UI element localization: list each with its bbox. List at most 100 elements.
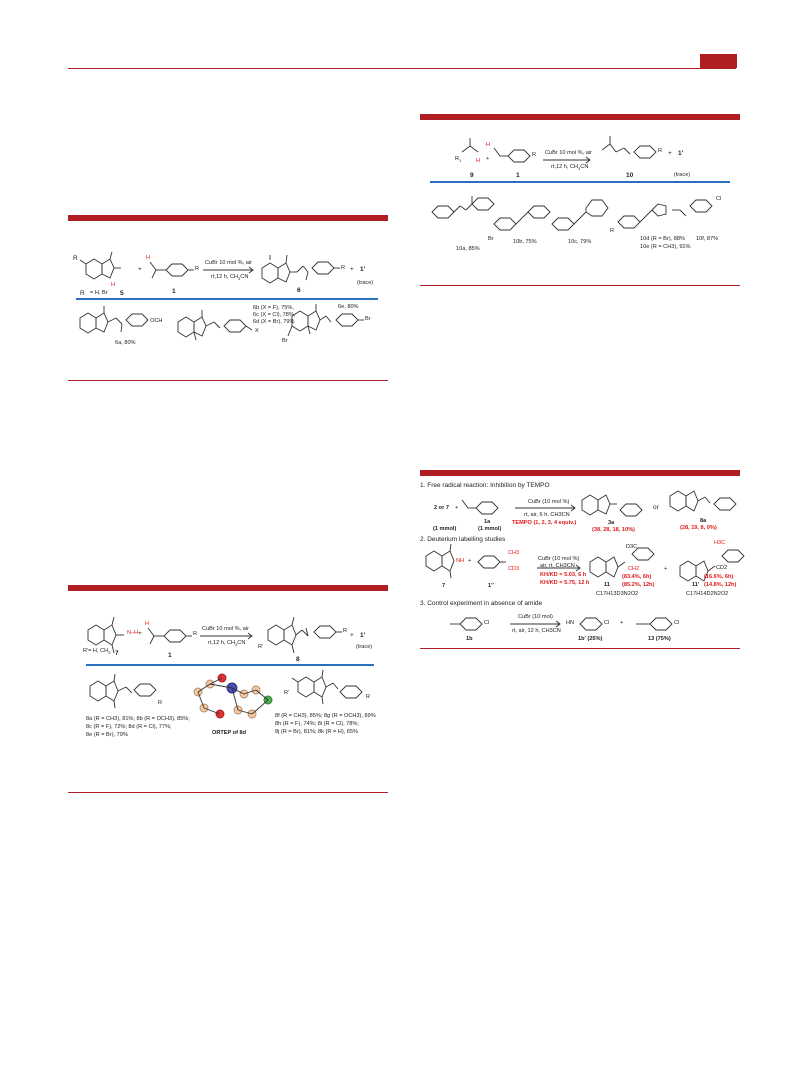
scheme3-trace: (trace)	[674, 172, 691, 178]
scheme2-trace: (trace)	[356, 644, 373, 650]
scheme2-plus: +	[138, 630, 142, 637]
yield-6a: 6a, 80%	[115, 340, 136, 346]
yield-6b: 6b (X = F), 75%,	[253, 305, 294, 311]
scheme4-s3-cond1: CuBr (10 mol)	[518, 614, 553, 620]
scheme4-11p-formula: C17H14D2N2O2	[686, 591, 729, 597]
scheme4-1b: 1b	[466, 636, 473, 642]
scheme2-divider	[86, 664, 374, 666]
scheme2-product-8: 8	[296, 656, 300, 663]
yield-6e: 6e, 80%	[338, 304, 359, 310]
scheme3-10d-r: R	[610, 228, 615, 234]
nh-label: H	[111, 282, 116, 288]
scheme3-conditions-1: CuBr 10 mol %, air	[545, 150, 592, 156]
scheme2-compound-1: 1	[168, 652, 172, 659]
scheme4-7: 7	[442, 583, 446, 589]
scheme4-s1-cond2: rt, air, 6 h, CH3CN	[524, 512, 570, 518]
ortep-caption: ORTEP of 8d	[212, 730, 247, 736]
scheme4-11-yield: (83.4%, 6h)	[622, 574, 652, 580]
scheme4-section2-title: 2. Deuterium labelling studies	[420, 536, 506, 543]
scheme4-mmol-1: (1 mmol)	[433, 526, 457, 532]
scheme4-8a-yield: (28, 19, 8, 0%)	[680, 525, 717, 531]
scheme2-compound-7: 7	[115, 650, 119, 657]
scheme2-yields-f: 8j (R = Br), 81%; 8k (R = H), 65%	[275, 729, 358, 735]
scheme4-1b-prime: 1b' (25%)	[578, 636, 603, 642]
scheme4-hn: HN	[566, 620, 575, 626]
scheme1-compound-1: 1	[172, 288, 176, 295]
scheme1-conditions-2: rt,12 h, CH3CN	[211, 274, 249, 282]
scheme2-yields-c: 8e (R = Br), 79%	[86, 732, 128, 738]
scheme4-plus: +	[455, 505, 459, 511]
scheme4-cd2: CD2	[716, 565, 728, 571]
scheme1-r1-def: R	[80, 290, 85, 297]
plus-sign: +	[138, 266, 142, 273]
r1-label: R1	[455, 156, 462, 164]
scheme2-yields-e: 8h (R = F), 74%; 8i (R = Cl), 78%;	[275, 721, 359, 727]
scheme2-top-bar	[68, 585, 388, 591]
scheme4-cd3: CD3	[508, 566, 520, 572]
scheme3-product-10: 10	[626, 172, 634, 179]
scheme2-conditions-2: rt,12 h, CH3CN	[208, 640, 246, 648]
scheme3-nh-label: H	[476, 158, 481, 164]
yield-10a: 10a, 85%	[456, 246, 480, 252]
scheme4-13: 13 (75%)	[648, 636, 671, 642]
scheme4-1pp: 1''	[488, 583, 494, 589]
scheme2-yields-a: 8a (R = CH3), 81%; 8b (R = OCH3), 85%;	[86, 716, 190, 722]
scheme4-or: or	[653, 504, 659, 511]
scheme4-1a: 1a	[484, 519, 491, 525]
scheme3-compound-1: 1	[516, 172, 520, 179]
scheme2-yields-b: 8c (R = F), 72%; 8d (R = Cl), 77%;	[86, 724, 172, 730]
scheme2-conditions-1: CuBr 10 mol %, air	[202, 626, 249, 632]
scheme4-section1-title: 1. Free radical reaction: Inhibition by …	[420, 482, 550, 489]
scheme4-11: 11	[604, 582, 610, 588]
yield-10e: 10e (R = CH3), 91%	[640, 244, 691, 250]
yield-10c: 10c, 79%	[568, 239, 592, 245]
scheme2-product-r2: R	[343, 628, 348, 634]
scheme3-cl-label: Cl	[716, 196, 722, 202]
scheme4-s3-cl: Cl	[484, 620, 490, 626]
scheme4-kie-1: KH/KD = 5.03, 6 h	[540, 572, 587, 578]
scheme2-yields-d: 8f (R = CH3), 85%; 8g (R = OCH3), 89%	[275, 713, 376, 719]
scheme4-s3-cl2: Cl	[604, 620, 610, 626]
yield-6d: 6d (X = Br), 79%	[253, 319, 295, 325]
scheme4-ch2: CH2	[628, 566, 640, 572]
scheme3-plus: +	[486, 156, 490, 162]
scheme4-s2-plus: +	[468, 558, 472, 564]
scheme3-conditions-2: rt,12 h, CH3CN	[551, 164, 589, 172]
scheme3-br-label: Br	[488, 236, 494, 242]
scheme4-11p-yield2: (14.8%, 12h)	[704, 582, 737, 588]
scheme3-product-r: R	[658, 148, 663, 154]
scheme4-top-bar	[420, 470, 740, 476]
scheme2-byproduct: 1'	[360, 632, 366, 639]
yield-6c: 6c (X = Cl), 78%,	[253, 312, 296, 318]
x-label: X	[255, 328, 259, 334]
br-label: Br	[282, 338, 288, 344]
scheme4-ch3: CH3	[508, 550, 520, 556]
scheme4-11-yield2: (85.2%, 12h)	[622, 582, 655, 588]
scheme4-s2-cond2: air, rt, CH3CN	[540, 563, 575, 569]
scheme2-plus-2: +	[350, 632, 354, 639]
scheme4-s2-plus2: +	[664, 566, 668, 572]
scheme4-11-formula: C17H13D3N2O2	[596, 591, 639, 597]
scheme4-s2-cond1: CuBr (10 mol %)	[538, 556, 580, 562]
scheme4-11p-yield: (16.6%, 6h)	[704, 574, 734, 580]
scheme4-mmol-2: (1 mmol)	[478, 526, 502, 532]
scheme4-s3-plus: +	[620, 620, 624, 626]
page-number-box	[700, 54, 737, 68]
scheme2-8a-r: R	[158, 700, 163, 706]
scheme4-3a: 3a	[608, 520, 615, 526]
scheme4-d3c: D3C	[626, 544, 638, 550]
br-label-2: Br	[365, 316, 371, 322]
scheme4-s1-cond1: CuBr (10 mol %)	[528, 499, 570, 505]
scheme1-bottom-rule	[68, 380, 388, 381]
scheme1-top-bar	[68, 215, 388, 221]
scheme4-nh: NH	[456, 558, 465, 564]
och3-label: OCH	[150, 318, 163, 324]
scheme3-top-bar	[420, 114, 740, 120]
scheme1-conditions-1: CuBr 10 mol %, air	[205, 260, 252, 266]
scheme2-bottom-rule	[68, 792, 388, 793]
scheme4-h3c: H3C	[714, 540, 726, 546]
